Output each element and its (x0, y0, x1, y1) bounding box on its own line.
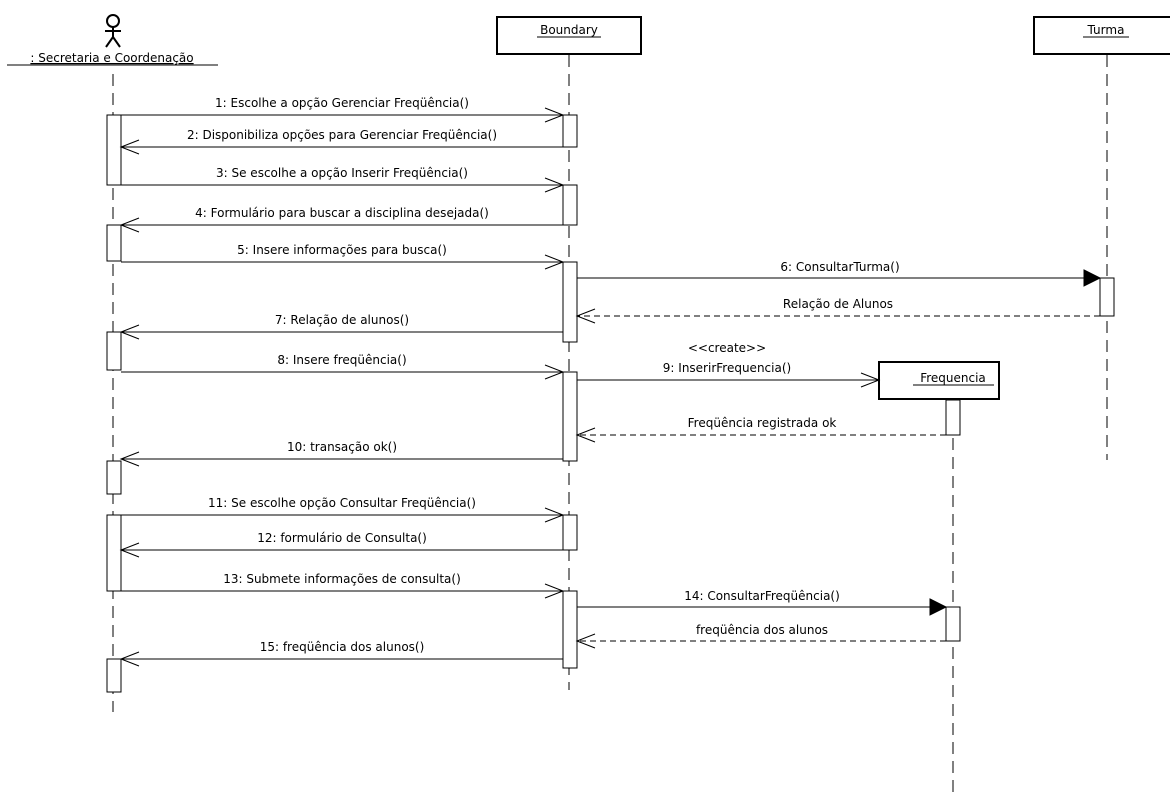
actor-activation (106, 224, 122, 262)
actor-activation (106, 331, 122, 371)
frequencia-label: Frequencia (920, 371, 986, 385)
message-label: 13: Submete informações de consulta() (223, 572, 461, 586)
frequencia-activation (945, 399, 961, 436)
boundary-activation (562, 114, 578, 148)
turma-activation (1099, 277, 1115, 317)
actor-activation (106, 514, 122, 592)
message-label: 7: Relação de alunos() (275, 313, 409, 327)
turma-label: Turma (1087, 23, 1125, 37)
message-label: 12: formulário de Consulta() (257, 531, 427, 545)
boundary-activation (562, 184, 578, 226)
message-label: 14: ConsultarFreqüência() (684, 589, 840, 603)
message-label: 4: Formulário para buscar a disciplina d… (195, 206, 489, 220)
frequencia-activation (945, 606, 961, 642)
message-label: 9: InserirFrequencia() (663, 361, 791, 375)
turma-box (1033, 16, 1170, 55)
actor-activation (106, 460, 122, 495)
message-label: 6: ConsultarTurma() (780, 260, 899, 274)
boundary-box (496, 16, 642, 55)
message-label: 11: Se escolhe opção Consultar Freqüênci… (208, 496, 476, 510)
message-label: 8: Insere freqüência() (277, 353, 406, 367)
message-label: 10: transação ok() (287, 440, 397, 454)
actor-label: : Secretaria e Coordenação (30, 51, 193, 65)
boundary-activation (562, 590, 578, 669)
message-label: 3: Se escolhe a opção Inserir Freqüência… (216, 166, 468, 180)
message-label: Relação de Alunos (783, 297, 893, 311)
message-label: 1: Escolhe a opção Gerenciar Freqüência(… (215, 96, 469, 110)
boundary-activation (562, 261, 578, 343)
message-label: 15: freqüência dos alunos() (260, 640, 425, 654)
message-label: Freqüência registrada ok (688, 416, 837, 430)
create-stereotype: <<create>> (688, 341, 766, 355)
boundary-activation (562, 371, 578, 462)
message-label: freqüência dos alunos (696, 623, 828, 637)
actor-activation (106, 114, 122, 186)
boundary-label: Boundary (540, 23, 598, 37)
frequencia-box (878, 361, 1000, 400)
message-label: 2: Disponibiliza opções para Gerenciar F… (187, 128, 497, 142)
actor-icon (105, 14, 121, 48)
message-label: 5: Insere informações para busca() (237, 243, 447, 257)
actor-activation (106, 658, 122, 693)
boundary-activation (562, 514, 578, 551)
